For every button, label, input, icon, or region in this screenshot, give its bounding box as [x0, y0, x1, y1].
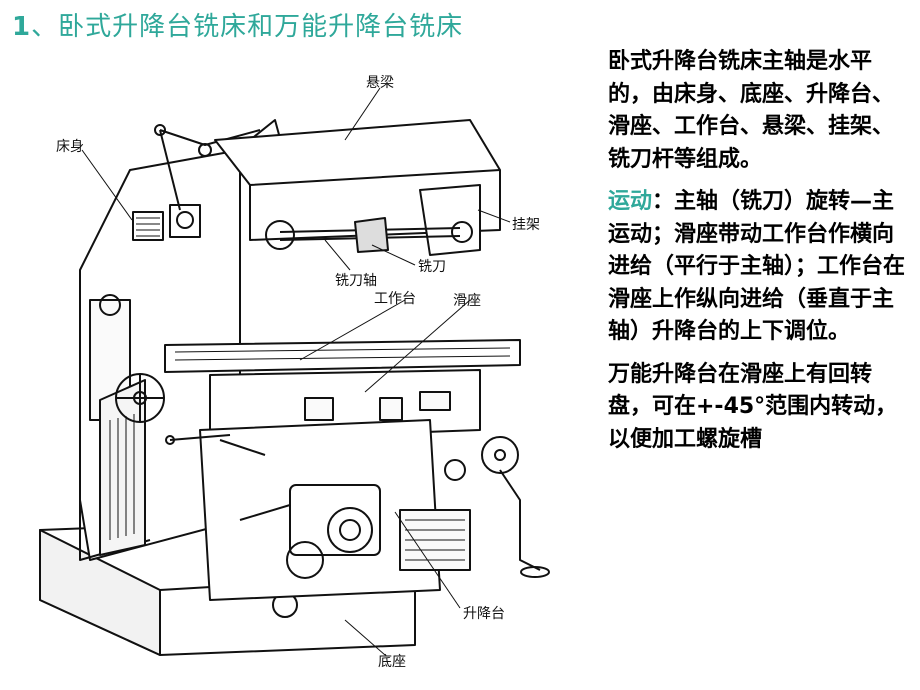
- milling-machine-illustration: [39, 87, 550, 656]
- paragraph-motion: 运动：主轴（铣刀）旋转—主运动；滑座带动工作台作横向进给（平行于主轴）；工作台在…: [608, 186, 908, 349]
- motion-keyword: 运动: [608, 189, 653, 214]
- description-text: 卧式升降台铣床主轴是水平的，由床身、底座、升降台、滑座、工作台、悬梁、挂架、铣刀…: [608, 46, 908, 466]
- label-gongzuotai: 工作台: [374, 291, 416, 307]
- title-number: 1: [12, 12, 32, 42]
- paragraph-structure: 卧式升降台铣床主轴是水平的，由床身、底座、升降台、滑座、工作台、悬梁、挂架、铣刀…: [608, 49, 895, 172]
- motion-description: ：主轴（铣刀）旋转—主运动；滑座带动工作台作横向进给（平行于主轴）；工作台在滑座…: [608, 189, 906, 344]
- label-xuanliang: 悬梁: [366, 75, 394, 91]
- title-text: 、卧式升降台铣床和万能升降台铣床: [31, 12, 464, 42]
- label-xidao: 铣刀: [418, 259, 446, 275]
- paragraph-universal: 万能升降台在滑座上有回转盘，可在+-45°范围内转动，以便加工螺旋槽: [608, 361, 898, 452]
- page-title: 1、卧式升降台铣床和万能升降台铣床: [12, 6, 463, 43]
- label-guajia: 挂架: [512, 217, 540, 233]
- label-huazuo: 滑座: [453, 293, 481, 309]
- label-chuangshen: 床身: [56, 139, 84, 155]
- label-shengjiangtai: 升降台: [463, 606, 505, 622]
- label-xidaozhou: 铣刀轴: [335, 273, 377, 289]
- label-dizuo: 底座: [378, 654, 406, 670]
